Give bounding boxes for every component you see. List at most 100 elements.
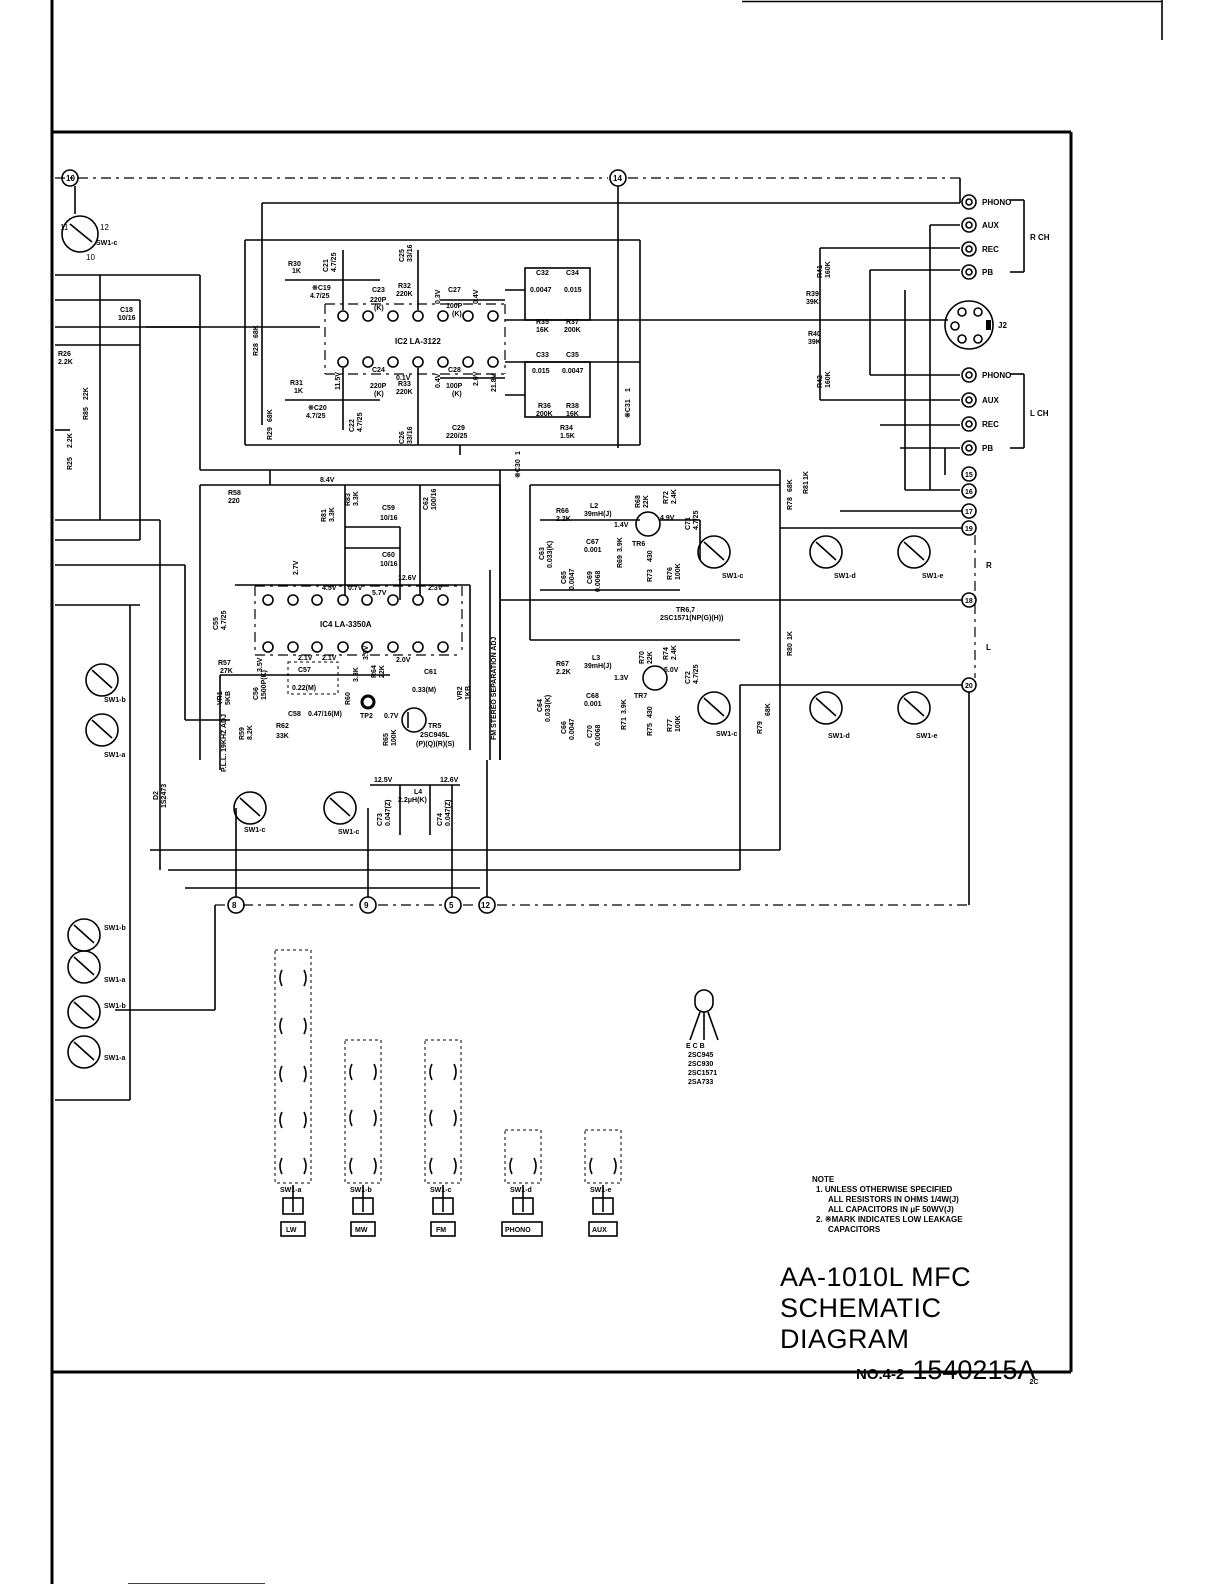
ic2-v-20: 2.0V [473, 371, 480, 386]
tr7-label: TR7 [634, 693, 647, 700]
r60-value: 3.3K [353, 667, 360, 682]
r62-value: 33K [276, 733, 289, 740]
c59-label: C59 [382, 505, 395, 512]
tr5-grade: (P)(Q)(R)(S) [416, 741, 455, 748]
c62-label: C62 [423, 497, 430, 510]
ic2-label: IC2 LA-3122 [395, 337, 441, 346]
c60-value: 10/16 [380, 561, 398, 568]
r37-value: 200K [564, 327, 581, 334]
c61-value: 0.33(M) [412, 687, 436, 694]
switch-bank [274, 949, 622, 1215]
r59-value: 8.2K [247, 725, 254, 740]
note-item-1-line2: ALL RESISTORS IN OHMS 1/4W(J) [828, 1195, 959, 1204]
c21-value: 4.7/25 [331, 252, 338, 272]
svg-text:12: 12 [100, 223, 109, 232]
pll-adj-label: P.L.L. 19KHZ ADJ [221, 714, 228, 772]
c67-label: C67 [586, 539, 599, 546]
c25-value: 33/16 [407, 244, 414, 262]
v27-label: 2.7V [293, 560, 300, 575]
r71-value: 3.9K [621, 699, 628, 714]
sw1e-r-label: SW1-e [922, 573, 944, 580]
c67-value: 0.001 [584, 547, 602, 554]
tr5-label: TR5 [428, 723, 441, 730]
c18-label: C18 [120, 307, 133, 314]
jack-r-phono-label: PHONO [982, 198, 1011, 207]
r67-value: 2.2K [556, 669, 571, 676]
r79-value: 68K [765, 703, 772, 716]
r33-value: 220K [396, 389, 413, 396]
note-item-1: 1. UNLESS OTHERWISE SPECIFIED [816, 1185, 953, 1194]
tr5-value: 2SC945L [420, 732, 450, 739]
l2-label: L2 [590, 503, 598, 510]
c71-value: 4.7/25 [693, 510, 700, 530]
r26-label: R26 [58, 351, 71, 358]
r30-value: 1K [292, 268, 301, 275]
v126-power-label: 12.6V [440, 777, 459, 784]
r83-label: R83 [345, 493, 352, 506]
transistor-pinout [689, 989, 719, 1041]
v07-label: 0.7V [348, 585, 363, 592]
j2-label: J2 [998, 321, 1007, 330]
sw1c-l-label: SW1-c [716, 731, 738, 738]
c57-box [287, 661, 339, 695]
r62-label: R62 [276, 723, 289, 730]
c60-label: C60 [382, 552, 395, 559]
c29-value: 220/25 [446, 433, 468, 440]
r67-label: R67 [556, 661, 569, 668]
bank-c-label: SW1-c [430, 1187, 452, 1194]
ic2-v-11: 11.5V [335, 372, 342, 390]
node-16-label: 16 [965, 489, 973, 496]
c72-value: 4.7/25 [693, 664, 700, 684]
c61-label: C61 [424, 669, 437, 676]
jack-r-rec [961, 241, 977, 257]
c56-value: 1500P(K) [261, 670, 268, 700]
jack-l-phono [961, 367, 977, 383]
btn-aux-box [588, 1221, 618, 1237]
v49-label: 4.9V [660, 515, 675, 522]
sw1b-c-label: SW1-b [104, 1003, 126, 1010]
r58-label: R58 [228, 490, 241, 497]
sw1c-b2-label: SW1-c [338, 829, 360, 836]
c64-value: 0.033(K) [545, 695, 552, 722]
ic2-region [244, 202, 960, 446]
v84-label: 8.4V [320, 477, 335, 484]
bank-d-label: SW1-d [510, 1187, 532, 1194]
jack-r-pb-label: PB [982, 268, 993, 277]
c68-value: 0.001 [584, 701, 602, 708]
note-heading: NOTE [812, 1175, 835, 1184]
r69-label: R69 [617, 555, 624, 568]
vr2-label: VR2 [457, 686, 464, 700]
c27-tol: (K) [452, 311, 462, 318]
c23-label: C23 [372, 287, 385, 294]
ic4-label: IC4 LA-3350A [320, 620, 372, 629]
r80-value: 1K [787, 631, 794, 640]
r66-label: R66 [556, 508, 569, 515]
tp2-label: TP2 [360, 713, 373, 720]
drawing-number: 1540215A [912, 1355, 1036, 1385]
c19-label: ※C19 [312, 284, 331, 292]
r85-value: 22K [83, 387, 90, 400]
note-item-2-line2: CAPACITORS [828, 1225, 881, 1234]
c59-value: 10/16 [380, 515, 398, 522]
c65-value: 0.0047 [569, 568, 576, 590]
left-wiring [55, 274, 780, 1101]
sw1a-b-label: SW1-a [104, 977, 126, 984]
c30-value: 1 [515, 451, 522, 455]
r81b-value: 1K [803, 471, 810, 480]
c55-label: C55 [213, 617, 220, 630]
jack-r-pb [961, 264, 977, 280]
v21b-label: 2.1V [322, 655, 337, 662]
r75-value: 430 [647, 706, 654, 718]
l4-label: L4 [414, 789, 422, 796]
node-19-label: 19 [965, 526, 973, 533]
r60-label: R60 [345, 692, 352, 705]
r68-value: 22K [643, 495, 650, 508]
c23-tol: (K) [374, 305, 384, 312]
filter-r-region [499, 470, 781, 760]
sw1b-a-label: SW1-b [104, 697, 126, 704]
ic2-v-218: 21.8V [491, 373, 498, 392]
r81-value: 3.3K [329, 507, 336, 522]
c27-label: C27 [448, 287, 461, 294]
